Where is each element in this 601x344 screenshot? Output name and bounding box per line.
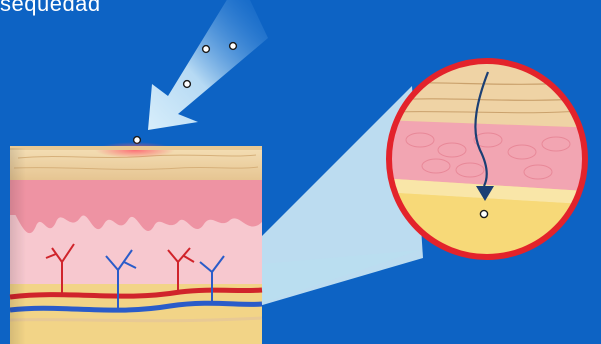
skin-block	[10, 142, 262, 344]
light-beam-arrow-icon	[148, 0, 268, 130]
particle-dot-icon	[480, 210, 487, 217]
